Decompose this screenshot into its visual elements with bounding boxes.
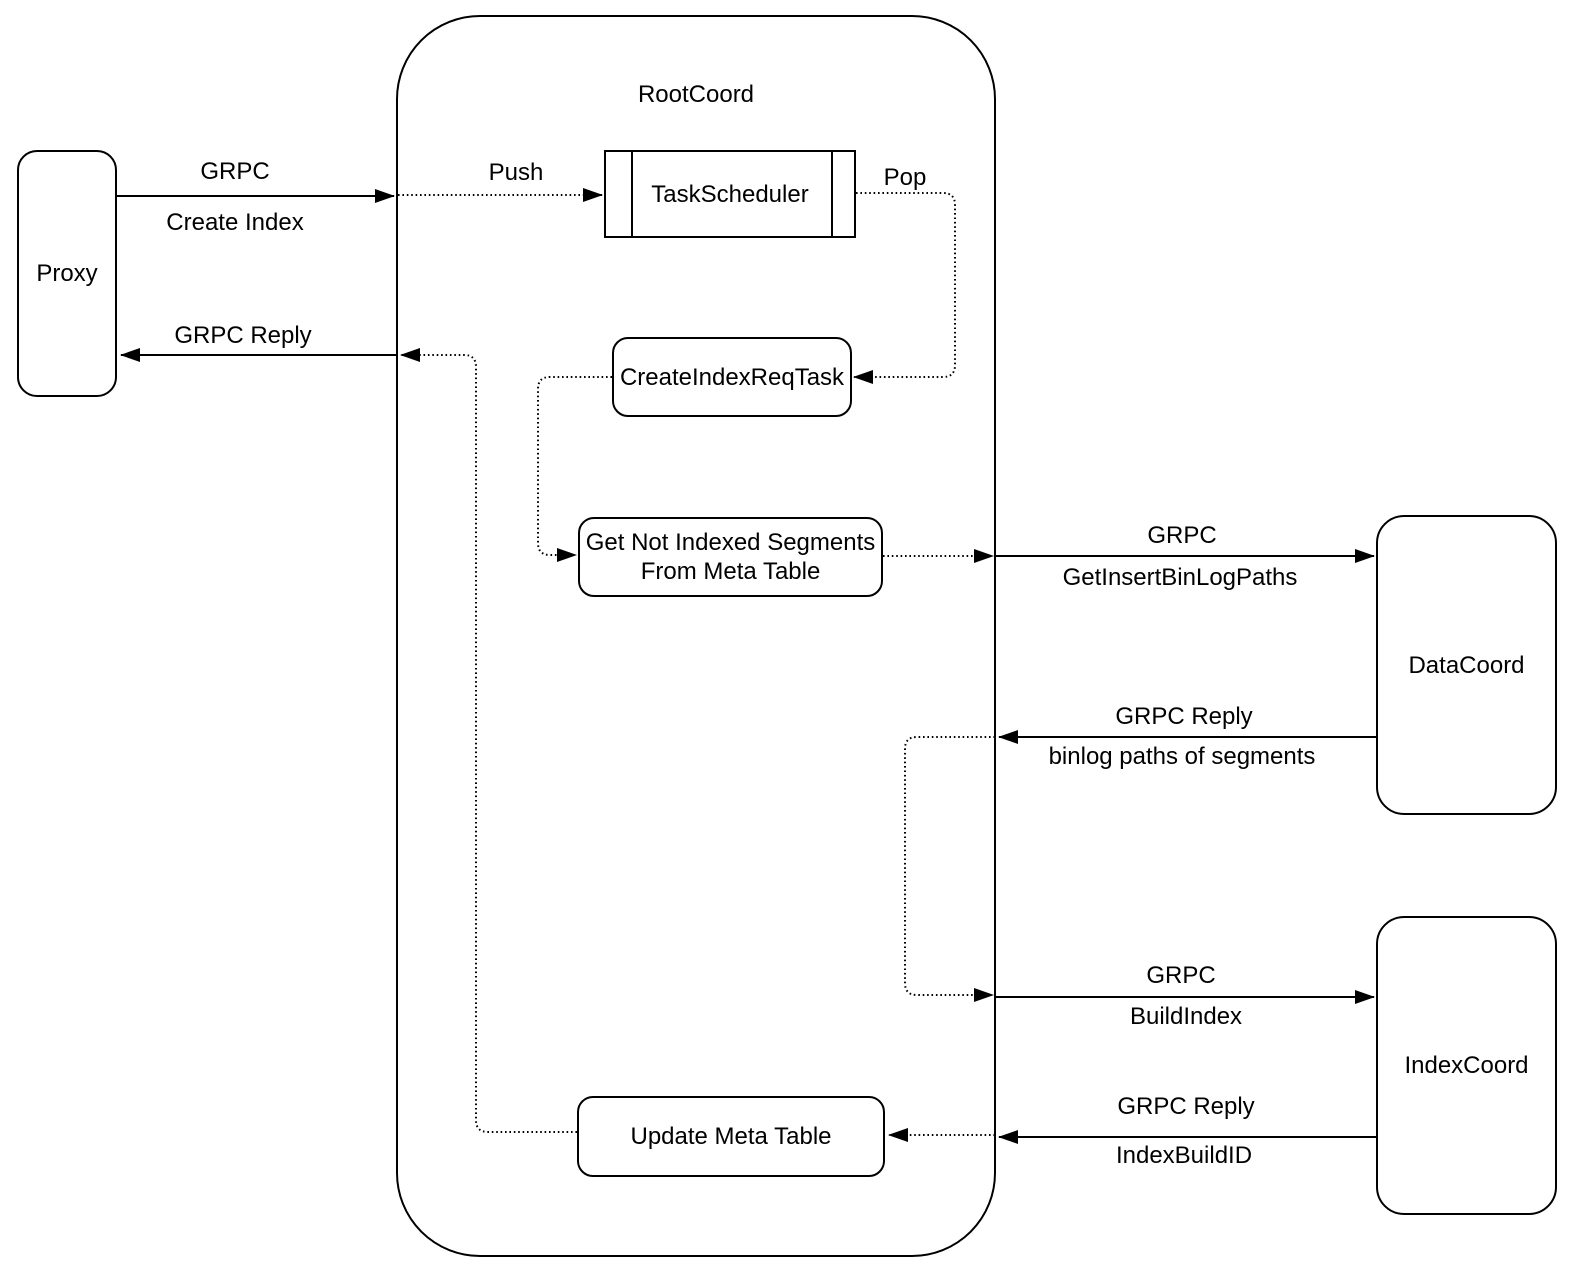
label-grpc-reply-binlog-2: binlog paths of segments bbox=[1048, 743, 1316, 770]
task-scheduler-right-bar bbox=[831, 150, 833, 238]
label-grpc-reply-indexbuildid-2: IndexBuildID bbox=[1115, 1142, 1253, 1169]
create-index-req-task-label: CreateIndexReqTask bbox=[619, 363, 845, 391]
get-not-indexed-segments-label-line1: Get Not Indexed Segments bbox=[585, 529, 876, 556]
update-meta-table-label: Update Meta Table bbox=[630, 1123, 832, 1150]
indexcoord-node: IndexCoord bbox=[1376, 916, 1557, 1215]
label-grpc-create-index-1: GRPC bbox=[200, 158, 270, 185]
label-grpc-buildindex-1: GRPC bbox=[1146, 962, 1216, 989]
edge-updatemeta-to-grpc-reply bbox=[400, 348, 577, 1133]
label-pop: Pop bbox=[883, 164, 927, 191]
task-scheduler-label: TaskScheduler bbox=[651, 180, 809, 208]
label-grpc-create-index-2: Create Index bbox=[166, 209, 304, 236]
rootcoord-container: RootCoord bbox=[396, 15, 996, 1257]
proxy-node: Proxy bbox=[17, 150, 117, 397]
create-index-req-task-node: CreateIndexReqTask bbox=[612, 337, 852, 417]
update-meta-table-node: Update Meta Table bbox=[577, 1096, 885, 1177]
label-grpc-reply-proxy: GRPC Reply bbox=[174, 322, 312, 349]
label-grpc-buildindex-2: BuildIndex bbox=[1129, 1003, 1243, 1030]
datacoord-node: DataCoord bbox=[1376, 515, 1557, 815]
get-not-indexed-segments-node: Get Not Indexed Segments From Meta Table bbox=[578, 517, 883, 597]
indexcoord-label: IndexCoord bbox=[1404, 1052, 1529, 1079]
proxy-label: Proxy bbox=[36, 260, 98, 287]
task-scheduler-node: TaskScheduler bbox=[604, 150, 856, 238]
label-grpc-getinsertbinlogpaths-2: GetInsertBinLogPaths bbox=[1062, 564, 1298, 591]
rootcoord-title: RootCoord bbox=[637, 81, 755, 108]
label-grpc-getinsertbinlogpaths-1: GRPC bbox=[1147, 522, 1217, 549]
label-grpc-reply-indexbuildid-1: GRPC Reply bbox=[1117, 1093, 1255, 1120]
datacoord-label: DataCoord bbox=[1408, 651, 1525, 679]
edge-pop bbox=[853, 192, 956, 384]
edge-createindexreqtask-to-getnotindexed bbox=[537, 376, 612, 562]
task-scheduler-left-bar bbox=[631, 150, 633, 238]
label-push: Push bbox=[488, 159, 544, 186]
get-not-indexed-segments-label-line2: From Meta Table bbox=[640, 558, 821, 585]
label-grpc-reply-binlog-1: GRPC Reply bbox=[1115, 703, 1253, 730]
